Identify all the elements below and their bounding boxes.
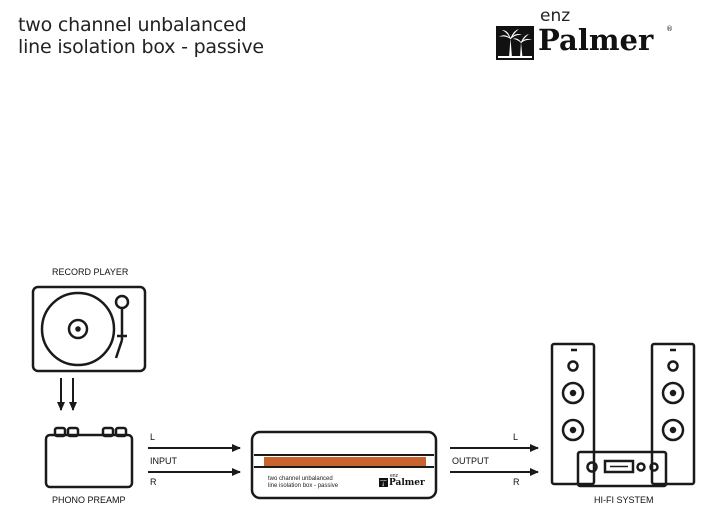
phono-preamp-icon xyxy=(44,426,134,489)
isolation-box-label-line-2: line isolation box - passive xyxy=(268,483,339,489)
logo-registered: ® xyxy=(666,25,673,33)
isolation-box-logo-name: Palmer xyxy=(389,478,425,488)
input-left-label: L xyxy=(150,432,156,442)
isolation-box-label-line-1: two channel unbalanced xyxy=(268,476,333,482)
phono-preamp-label: PHONO PREAMP xyxy=(52,495,126,505)
title-line-2: line isolation box - passive xyxy=(18,36,264,58)
output-label: OUTPUT xyxy=(452,456,489,466)
output-arrows xyxy=(450,444,539,476)
palmer-logo: enz Palmer ® xyxy=(494,6,684,66)
record-player-icon xyxy=(31,285,147,373)
record-player-label: RECORD PLAYER xyxy=(52,267,129,277)
output-right-label: R xyxy=(513,477,520,487)
amplifier-icon xyxy=(576,450,668,488)
left-speaker-icon xyxy=(550,342,596,486)
palm-tree-icon xyxy=(496,26,534,60)
isolation-box-icon xyxy=(250,430,438,500)
isolation-box-label: two channel unbalanced line isolation bo… xyxy=(268,476,338,490)
page-title: two channel unbalanced line isolation bo… xyxy=(18,14,264,58)
right-speaker-icon xyxy=(650,342,696,486)
isolation-box-logo-prefix: enz xyxy=(390,473,399,479)
output-left-label: L xyxy=(513,432,519,442)
turntable-output-arrows xyxy=(57,378,77,411)
input-right-label: R xyxy=(150,477,157,487)
isolation-box-accent-band xyxy=(264,457,426,466)
title-line-1: two channel unbalanced xyxy=(18,14,247,36)
input-label: INPUT xyxy=(150,456,177,466)
input-arrows xyxy=(148,444,241,476)
hifi-system-label: HI-FI SYSTEM xyxy=(594,495,654,505)
logo-name: Palmer xyxy=(538,23,654,57)
isolation-box-palm-icon xyxy=(379,478,388,487)
logo-prefix: enz xyxy=(540,6,571,26)
